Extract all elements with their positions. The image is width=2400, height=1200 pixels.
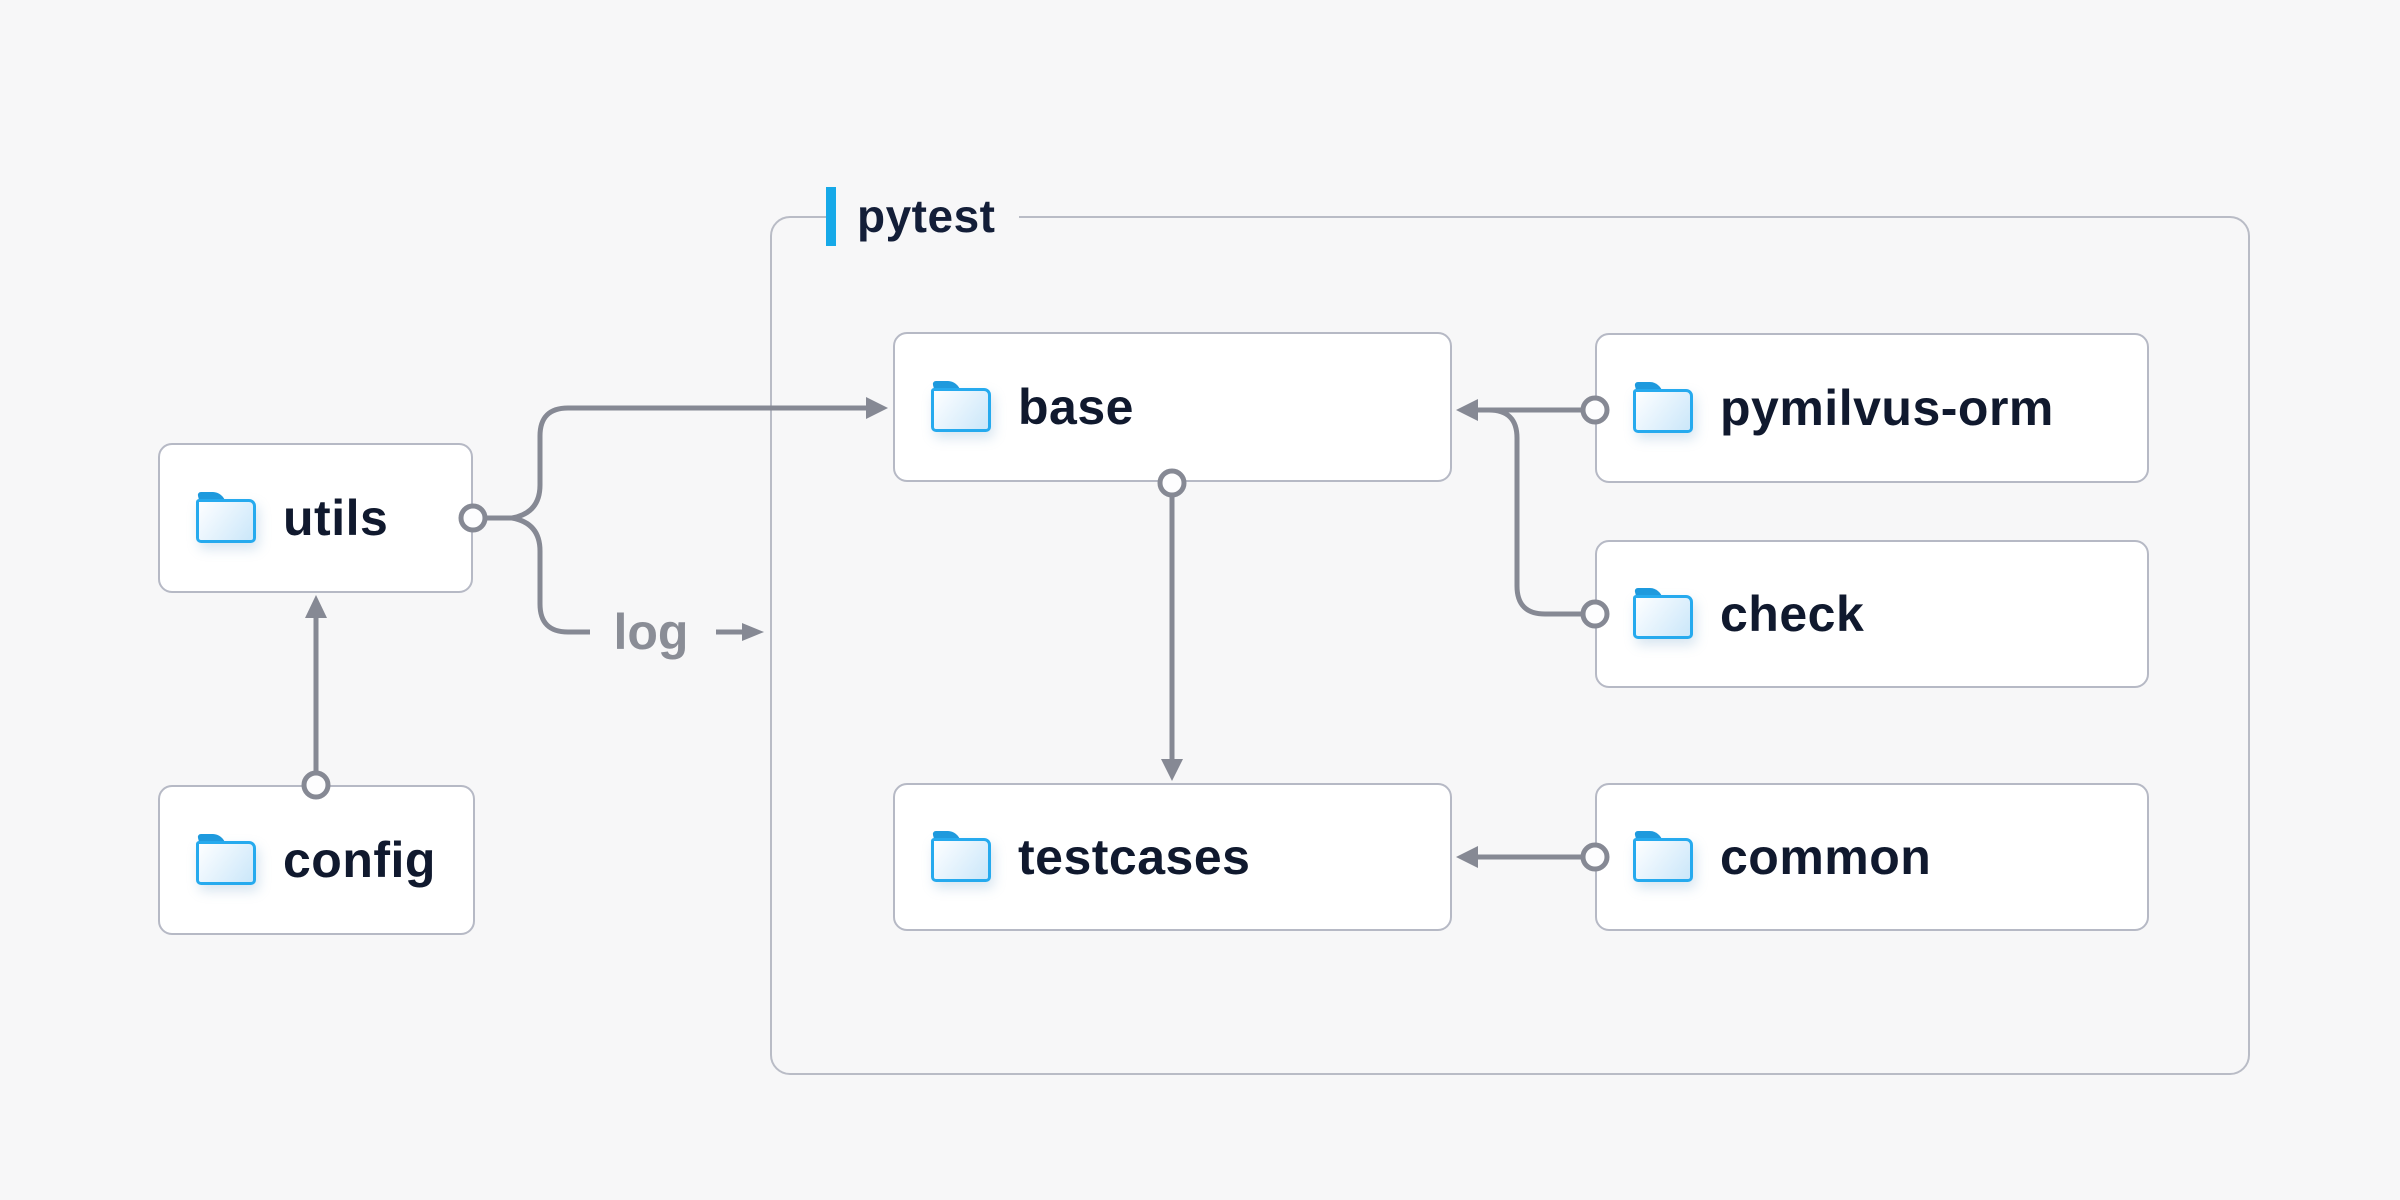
node-label: utils: [283, 490, 389, 546]
arrowhead-right-small: [742, 623, 764, 641]
folder-icon: [1633, 831, 1693, 883]
folder-icon: [196, 834, 256, 886]
folder-icon: [196, 492, 256, 544]
node-utils[interactable]: utils: [158, 443, 473, 593]
folder-icon: [931, 381, 991, 433]
folder-icon: [1633, 382, 1693, 434]
node-label: check: [1720, 586, 1865, 642]
node-testcases[interactable]: testcases: [893, 783, 1452, 931]
pytest-group-title: pytest: [857, 190, 996, 242]
pytest-group-label: pytest: [826, 184, 1020, 248]
node-label: pymilvus-orm: [1720, 380, 2054, 436]
node-base[interactable]: base: [893, 332, 1452, 482]
node-label: testcases: [1018, 829, 1251, 885]
node-label: common: [1720, 829, 1932, 885]
node-common[interactable]: common: [1595, 783, 2149, 931]
node-label: base: [1018, 379, 1134, 435]
accent-bar: [826, 186, 836, 246]
folder-icon: [1633, 588, 1693, 640]
edge-utils-log: [486, 515, 590, 635]
pytest-group-box: [770, 216, 2250, 1075]
node-config[interactable]: config: [158, 785, 475, 935]
node-label: config: [283, 832, 436, 888]
edge-label-log: log: [613, 604, 689, 660]
node-pymilvus-orm[interactable]: pymilvus-orm: [1595, 333, 2149, 483]
arrowhead-up: [305, 595, 327, 618]
folder-icon: [931, 831, 991, 883]
node-check[interactable]: check: [1595, 540, 2149, 688]
